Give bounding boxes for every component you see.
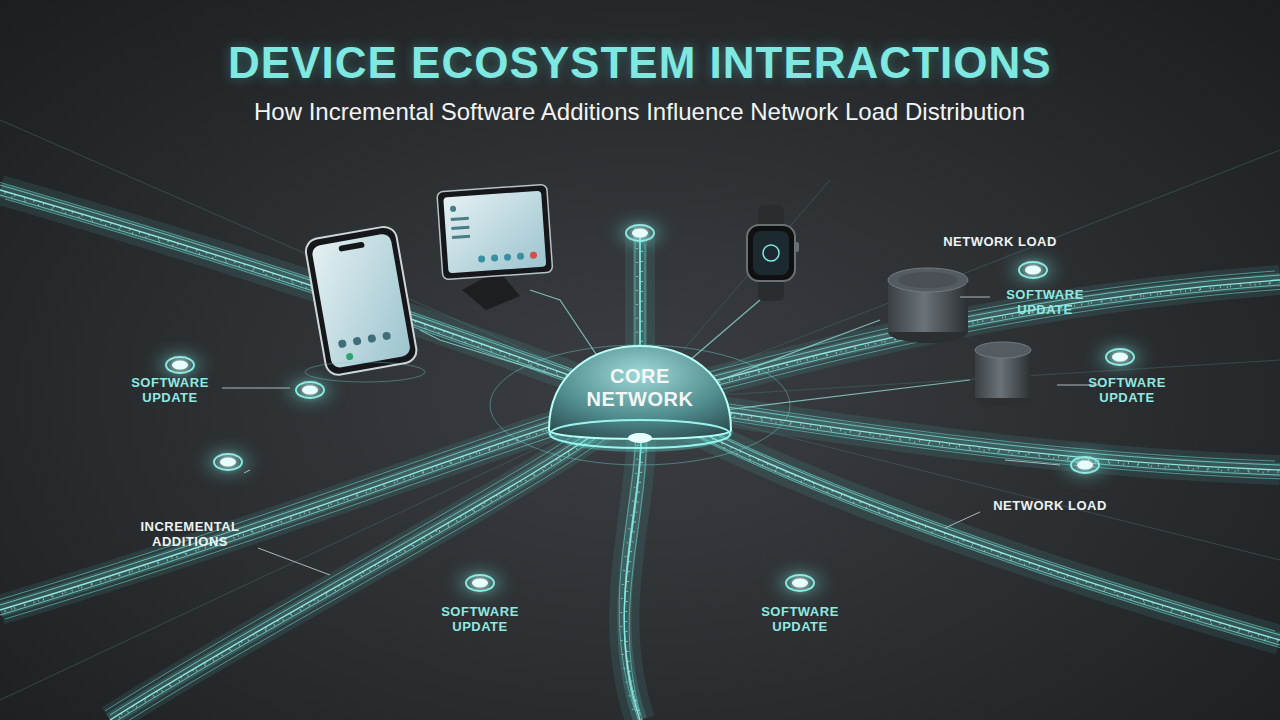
network-load-label: NETWORK LOAD [980,499,1120,514]
incremental-additions-label: INCREMENTAL ADDITIONS [125,520,255,550]
network-load-label: NETWORK LOAD [930,235,1070,250]
software-update-label: SOFTWARE UPDATE [995,288,1095,318]
diagram-subtitle: How Incremental Software Additions Influ… [254,98,1025,126]
core-network-dome: CORE NETWORK [545,342,735,454]
software-update-label: SOFTWARE UPDATE [1077,376,1177,406]
diagram-title: DEVICE ECOSYSTEM INTERACTIONS [228,38,1052,88]
software-update-label: SOFTWARE UPDATE [750,605,850,635]
software-update-label: SOFTWARE UPDATE [430,605,530,635]
software-update-label: SOFTWARE UPDATE [120,376,220,406]
node-label: CORE NETWORK [575,365,705,411]
